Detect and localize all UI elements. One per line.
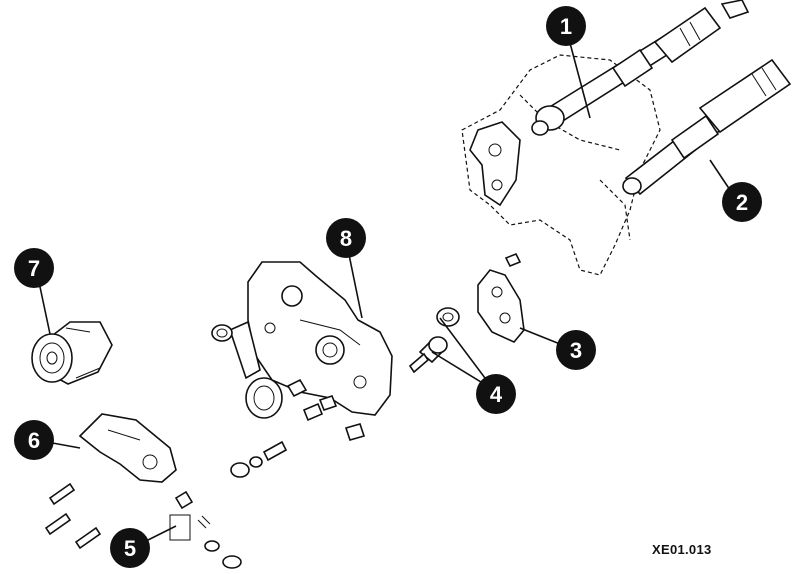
part-6-filter-bracket — [78, 413, 177, 483]
bracket-screws — [44, 482, 102, 550]
part-5-relief-valve — [169, 490, 242, 569]
part-3-pump-cover — [477, 252, 525, 343]
block-gasket — [469, 121, 521, 207]
callout-8: 8 — [326, 218, 366, 258]
part-2-secondary-shaft — [622, 58, 792, 196]
seal-ring — [245, 377, 283, 419]
part-1-primary-shaft — [531, 0, 750, 136]
o-ring — [211, 324, 233, 342]
callout-5: 5 — [110, 528, 150, 568]
callout-6: 6 — [14, 420, 54, 460]
callout-6-label: 6 — [28, 428, 40, 453]
part-8-oil-pump-housing — [229, 261, 393, 416]
reference-code: XE01.013 — [652, 542, 712, 557]
callout-4: 4 — [476, 374, 516, 414]
callout-7-label: 7 — [28, 256, 40, 281]
callout-4-label: 4 — [490, 382, 503, 407]
callout-3-label: 3 — [570, 338, 582, 363]
callout-2-label: 2 — [736, 190, 748, 215]
housing-bolts — [262, 378, 366, 462]
part-7-oil-filter — [31, 321, 113, 385]
callout-2: 2 — [722, 182, 762, 222]
callout-3: 3 — [556, 330, 596, 370]
callout-5-label: 5 — [124, 536, 136, 561]
washers — [230, 456, 263, 478]
callout-1-label: 1 — [560, 14, 572, 39]
callout-8-label: 8 — [340, 226, 352, 251]
part-4-pump-gears — [408, 307, 460, 374]
engine-block-outline — [461, 54, 661, 276]
callout-1: 1 — [546, 6, 586, 46]
callout-7: 7 — [14, 248, 54, 288]
